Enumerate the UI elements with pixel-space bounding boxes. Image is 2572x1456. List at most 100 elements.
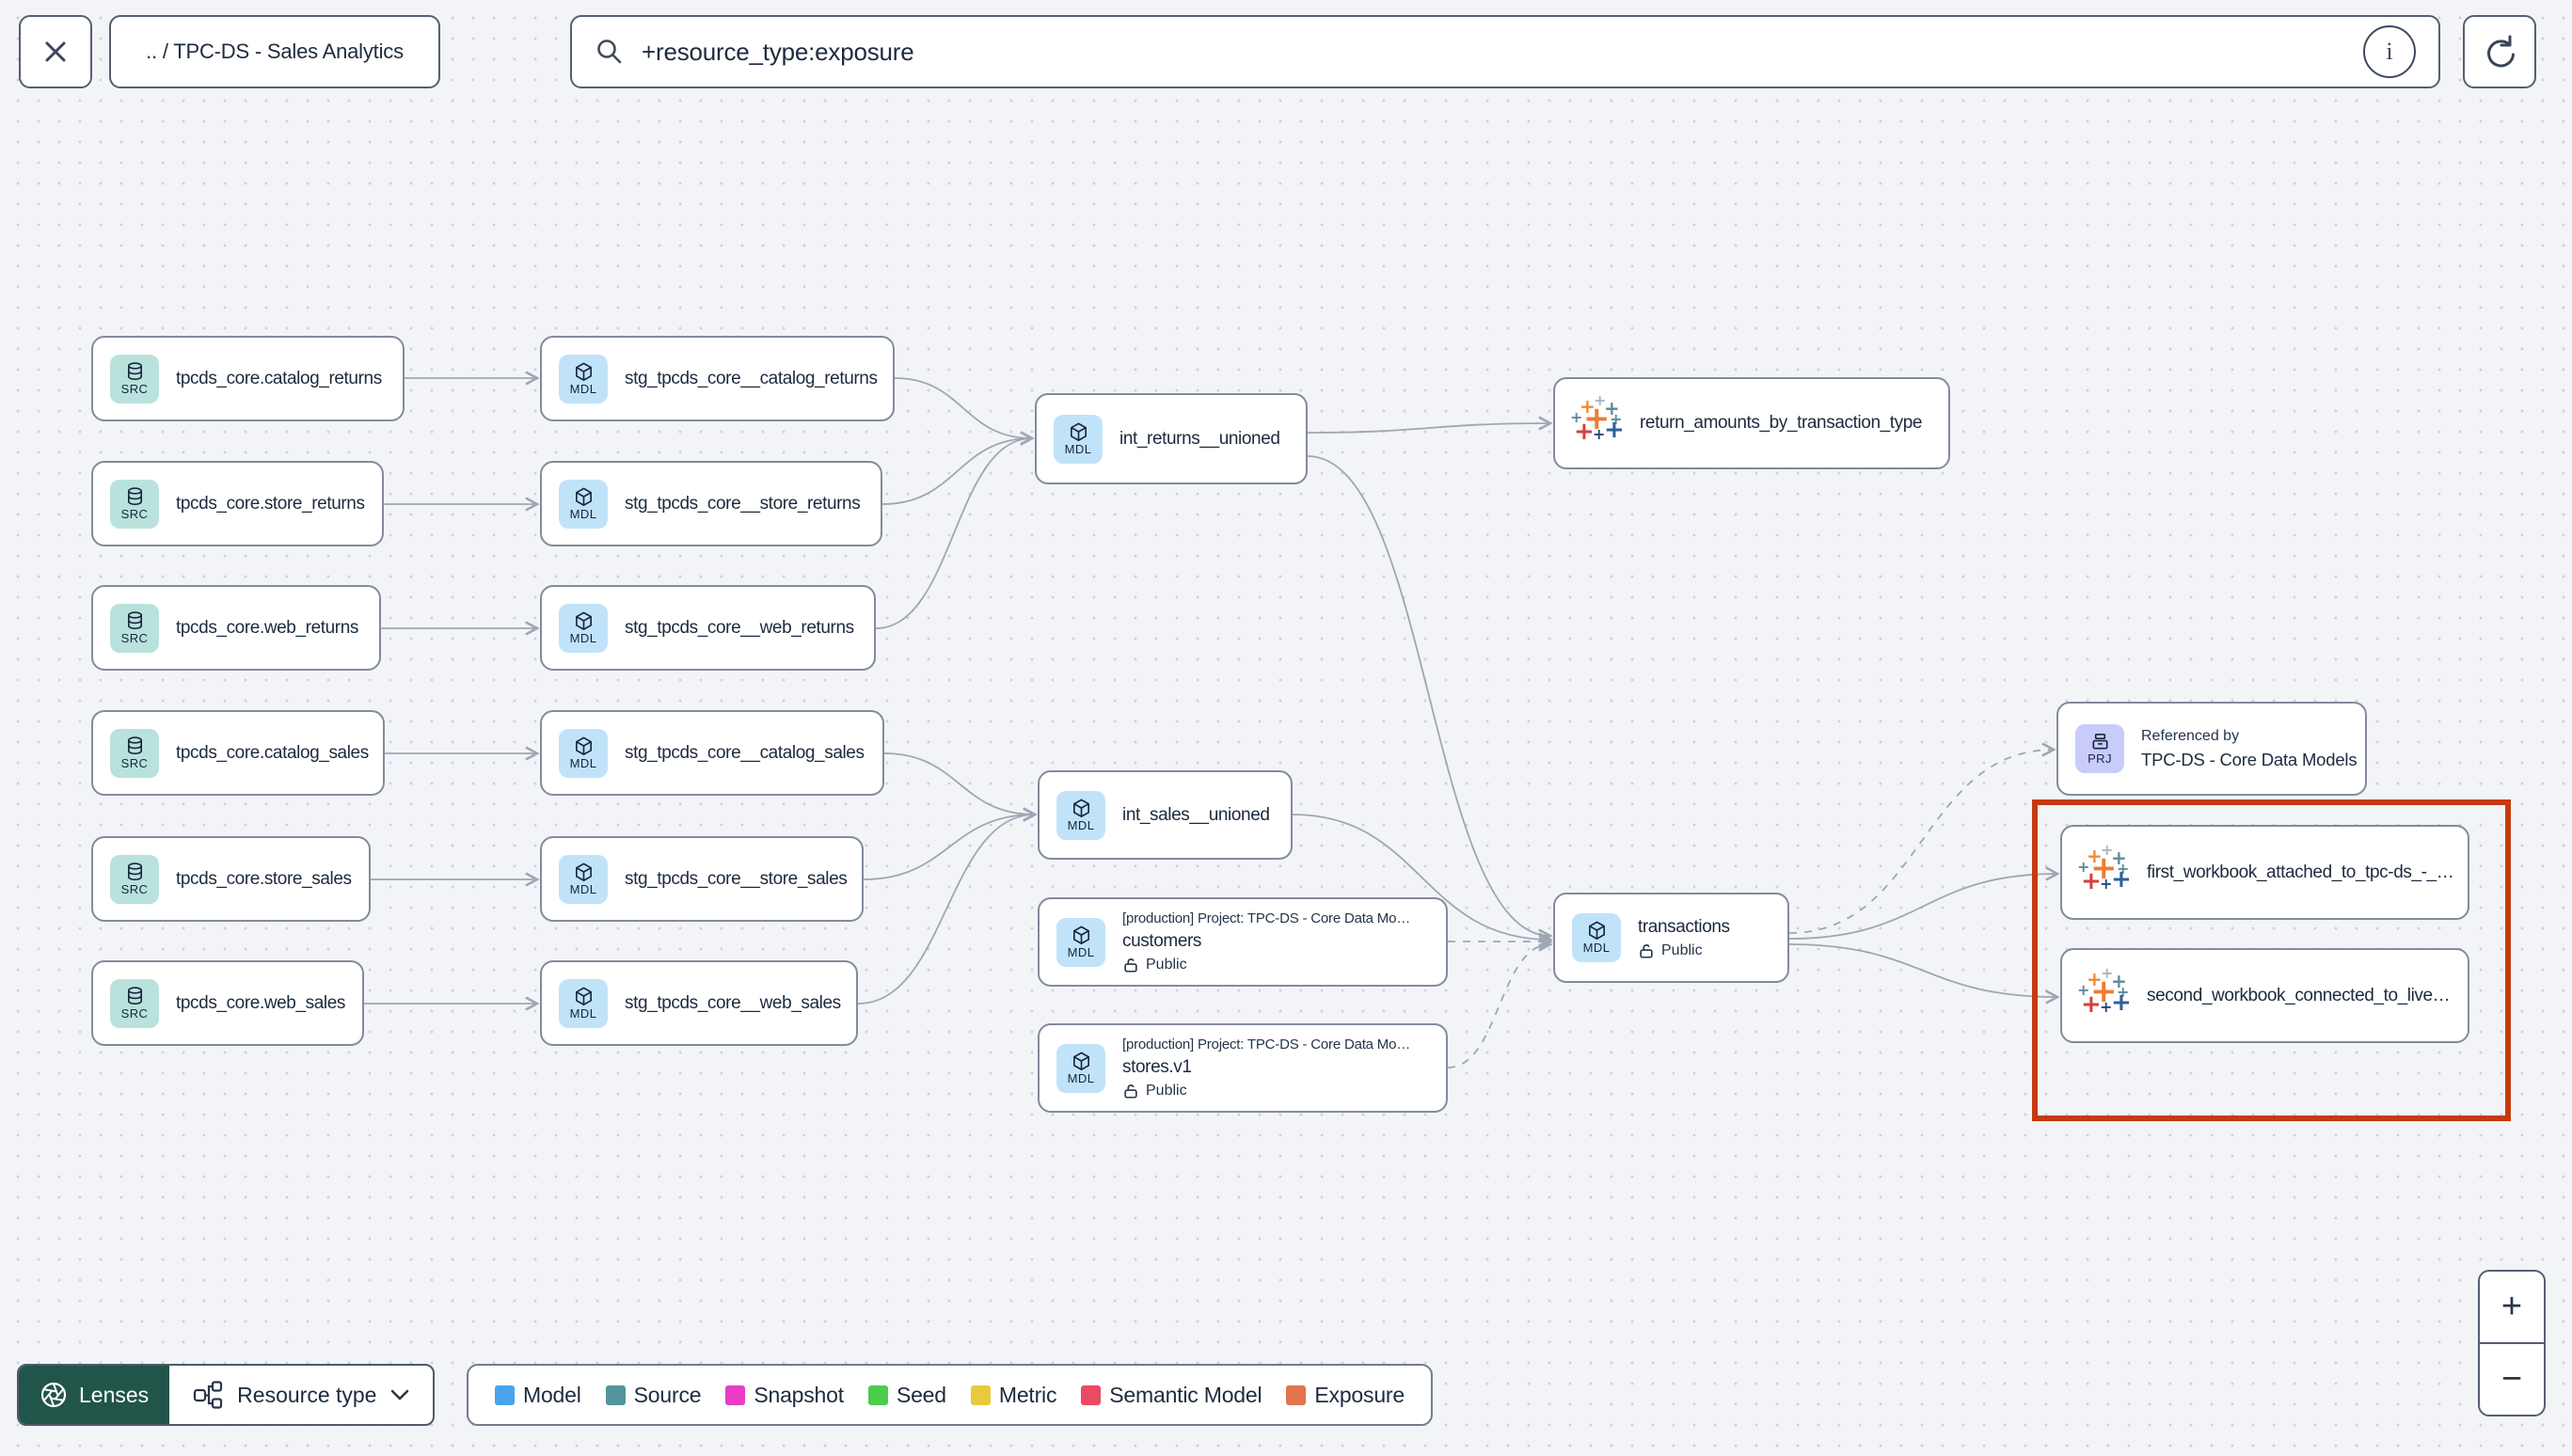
exposure-icon: +++++++++ — [1570, 391, 1625, 446]
zoom-control: + − — [2478, 1270, 2546, 1416]
node-first-workbook[interactable]: +++++++++first_workbook_attached_to_tpc-… — [2060, 825, 2469, 920]
node-stg-catalog-returns[interactable]: MDL stg_tpcds_core__catalog_returns — [540, 336, 895, 421]
node-label: int_sales__unioned — [1122, 804, 1270, 825]
close-icon — [40, 36, 71, 68]
node-label: transactions — [1638, 916, 1730, 937]
search-bar: i — [570, 15, 2440, 88]
node-label: stores.v1 — [1122, 1057, 1192, 1077]
legend-label: Exposure — [1314, 1382, 1405, 1407]
unlock-icon — [1122, 1083, 1139, 1100]
model-icon: MDL — [559, 854, 608, 904]
lineage-edge — [875, 438, 1032, 629]
node-label: stg_tpcds_core__catalog_returns — [625, 368, 878, 388]
legend-label: Seed — [896, 1382, 946, 1407]
model-icon: MDL — [559, 479, 608, 529]
node-access: Public — [1638, 942, 1730, 959]
source-icon: SRC — [110, 603, 159, 653]
lineage-edge — [1307, 423, 1550, 434]
node-project-header: [production] Project: TPC-DS - Core Data… — [1122, 910, 1411, 926]
model-icon: MDL — [559, 603, 608, 653]
node-label: tpcds_core.web_sales — [176, 992, 345, 1013]
lineage-edge — [883, 752, 1035, 815]
aperture-icon — [40, 1381, 68, 1409]
lenses-button[interactable]: Lenses — [19, 1366, 170, 1424]
node-access: Public — [1122, 1083, 1410, 1100]
node-label: stg_tpcds_core__web_returns — [625, 617, 854, 638]
legend-item: Seed — [867, 1382, 946, 1408]
node-label: first_workbook_attached_to_tpc-ds_-_… — [2147, 862, 2454, 882]
lineage-edge — [894, 377, 1032, 438]
legend-swatch — [725, 1385, 746, 1405]
legend-item: Exposure — [1286, 1383, 1405, 1408]
lineage-edge — [857, 815, 1035, 1005]
legend-swatch — [867, 1385, 888, 1405]
node-project-header: [production] Project: TPC-DS - Core Data… — [1122, 1037, 1411, 1052]
resource-type-selector[interactable]: Resource type — [169, 1366, 433, 1424]
zoom-out-button[interactable]: − — [2501, 1359, 2523, 1399]
lineage-edge — [881, 438, 1032, 505]
info-icon[interactable]: i — [2363, 25, 2416, 78]
unlock-icon — [1122, 957, 1139, 973]
node-stg-web-returns[interactable]: MDL stg_tpcds_core__web_returns — [540, 585, 876, 671]
model-icon: MDL — [559, 728, 608, 778]
legend-label: Source — [633, 1382, 702, 1407]
legend-swatch — [605, 1385, 626, 1405]
node-label: tpcds_core.store_returns — [176, 493, 365, 514]
legend-swatch — [1286, 1385, 1307, 1405]
node-stg-store-returns[interactable]: MDL stg_tpcds_core__store_returns — [540, 461, 882, 546]
model-icon: MDL — [559, 354, 608, 404]
node-label: customers — [1122, 931, 1202, 951]
chevron-down-icon — [389, 1388, 410, 1401]
breadcrumb[interactable]: .. / TPC-DS - Sales Analytics — [109, 15, 440, 88]
lineage-edge — [1292, 814, 1550, 940]
close-button[interactable] — [19, 15, 92, 88]
node-tpcds-core-web-returns[interactable]: SRC tpcds_core.web_returns — [91, 585, 381, 671]
node-return-amounts-by-transaction-type[interactable]: +++++++++return_amounts_by_transaction_t… — [1553, 377, 1950, 469]
node-customers[interactable]: MDL [production] Project: TPC-DS - Core D… — [1038, 897, 1448, 987]
lineage-edge — [1307, 455, 1550, 936]
model-icon: MDL — [559, 978, 608, 1028]
legend-item: Model — [495, 1383, 581, 1408]
exposure-icon: +++++++++ — [2077, 963, 2132, 1019]
search-input[interactable] — [640, 36, 2348, 68]
legend-swatch — [1081, 1385, 1102, 1405]
refresh-icon — [2481, 33, 2518, 71]
node-label: tpcds_core.store_sales — [176, 868, 352, 889]
model-icon: MDL — [1572, 913, 1621, 962]
node-stg-web-sales[interactable]: MDL stg_tpcds_core__web_sales — [540, 960, 858, 1046]
refresh-button[interactable] — [2463, 15, 2536, 88]
legend-label: Semantic Model — [1109, 1382, 1262, 1407]
legend-swatch — [495, 1385, 515, 1405]
node-label: stg_tpcds_core__web_sales — [625, 992, 841, 1013]
model-icon: MDL — [1056, 1043, 1105, 1093]
lineage-edge-dashed — [1447, 944, 1550, 1068]
node-label: TPC-DS - Core Data Models — [2141, 749, 2358, 769]
source-icon: SRC — [110, 978, 159, 1028]
model-icon: MDL — [1056, 917, 1105, 967]
lineage-edge — [1788, 874, 2057, 940]
node-label: stg_tpcds_core__catalog_sales — [625, 742, 865, 763]
zoom-in-button[interactable]: + — [2480, 1272, 2544, 1344]
node-label: stg_tpcds_core__store_sales — [625, 868, 848, 889]
lenses-label: Lenses — [79, 1382, 150, 1407]
node-stores-v1[interactable]: MDL [production] Project: TPC-DS - Core D… — [1038, 1023, 1448, 1113]
node-stg-store-sales[interactable]: MDL stg_tpcds_core__store_sales — [540, 836, 864, 922]
node-tpcds-core-web-sales[interactable]: SRC tpcds_core.web_sales — [91, 960, 364, 1046]
node-label: tpcds_core.web_returns — [176, 617, 358, 638]
resource-type-label: Resource type — [237, 1382, 377, 1407]
node-label: stg_tpcds_core__store_returns — [625, 493, 861, 514]
node-label: tpcds_core.catalog_sales — [176, 742, 369, 763]
lineage-edge — [1788, 943, 2057, 997]
node-subtitle: Referenced by — [2141, 727, 2240, 744]
node-second-workbook[interactable]: +++++++++second_workbook_connected_to_li… — [2060, 948, 2469, 1043]
node-stg-catalog-sales[interactable]: MDL stg_tpcds_core__catalog_sales — [540, 710, 884, 796]
